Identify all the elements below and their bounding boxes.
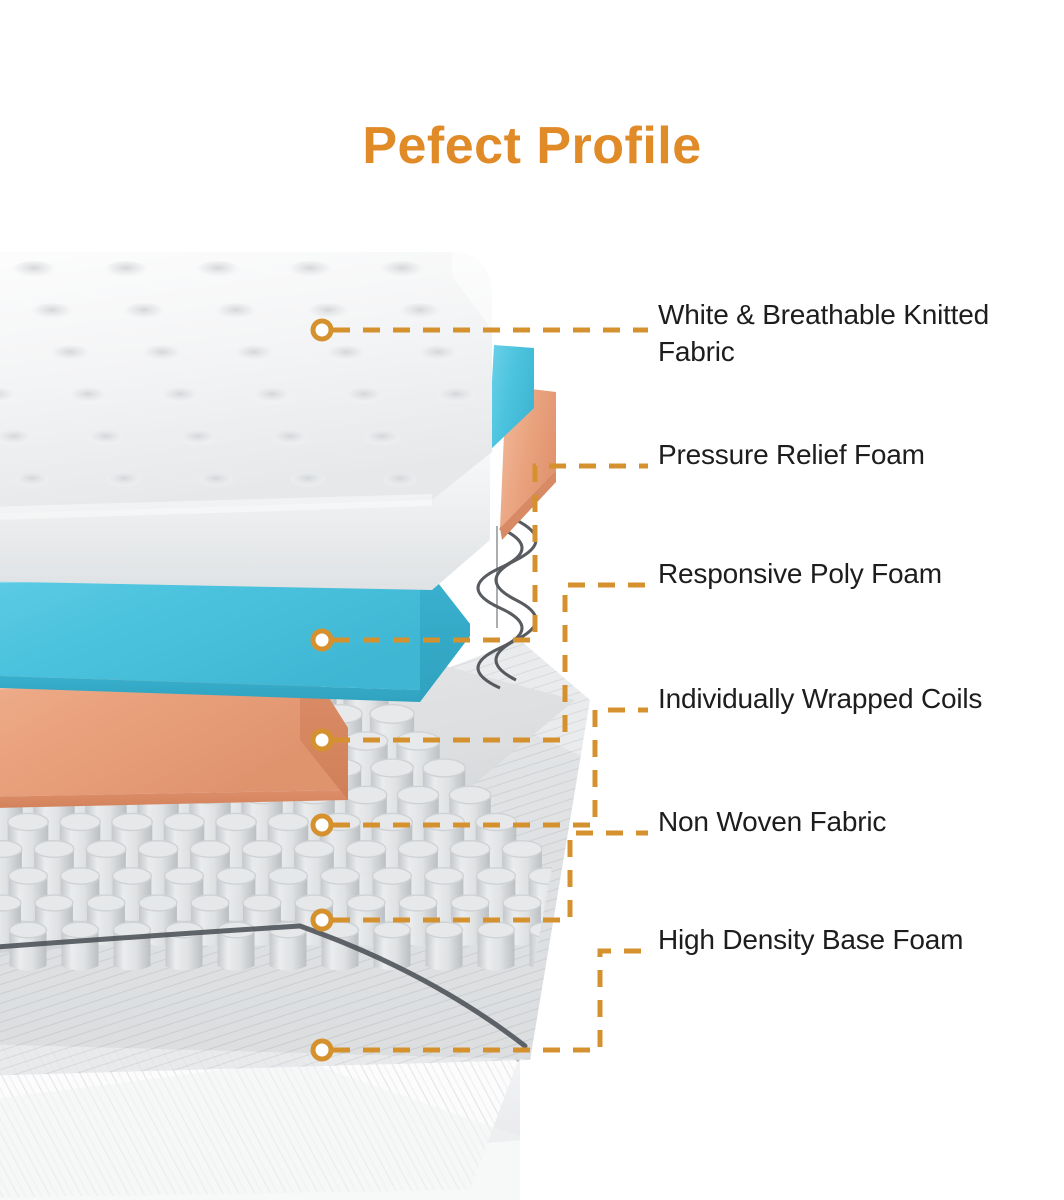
callout-marker-responsive-poly-foam [310,728,334,752]
callout-marker-high-density-base-foam [310,1038,334,1062]
spring-detail [476,518,538,690]
callout-label-high-density-base-foam: High Density Base Foam [658,924,964,955]
leader-high-density-base-foam [333,948,648,1053]
callout-marker-non-woven-fabric [310,908,334,932]
callout-marker-knitted-fabric [310,318,334,342]
callout-label-individually-wrapped-coils: Individually Wrapped Coils [658,683,983,714]
page-title: Pefect Profile [362,117,702,175]
callout-marker-individually-wrapped-coils [310,813,334,837]
callout-label-non-woven-fabric: Non Woven Fabric [658,806,887,837]
callout-label-pressure-relief-foam: Pressure Relief Foam [658,439,925,470]
leader-responsive-poly-foam [333,582,648,743]
leader-non-woven-fabric [333,830,648,923]
callout-label-knitted-fabric: White & Breathable Knitted Fabric [658,299,989,368]
layer-white-knitted-fabric [0,252,492,590]
callout-label-responsive-poly-foam: Responsive Poly Foam [658,558,942,589]
callout-marker-pressure-relief-foam [310,628,334,652]
leader-individually-wrapped-coils [333,707,648,828]
leader-pressure-relief-foam [333,463,648,643]
